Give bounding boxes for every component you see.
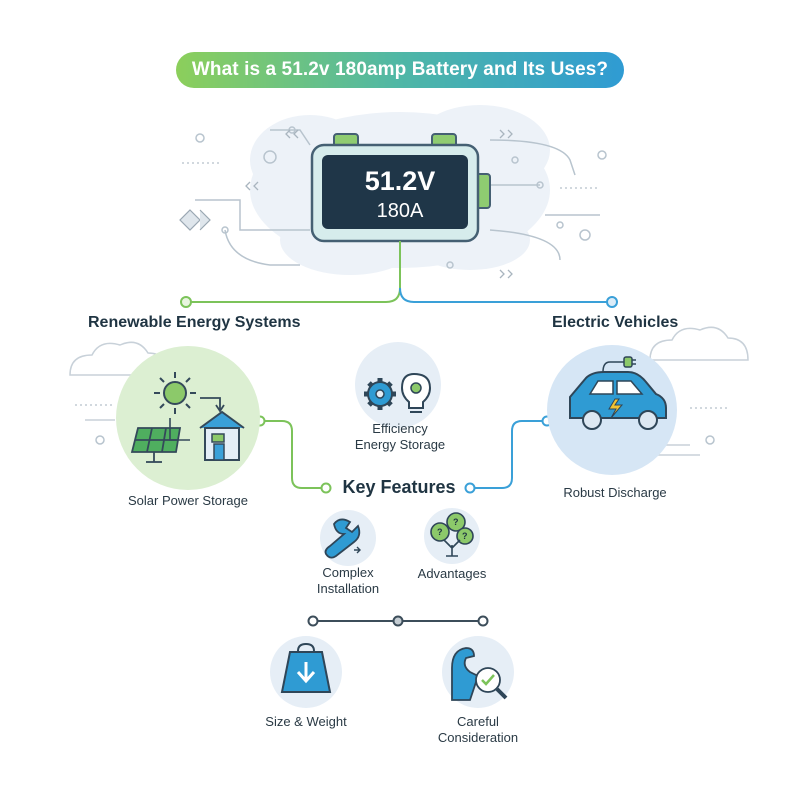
careful-consideration-label: Careful Consideration [418, 714, 538, 747]
efficiency-label: Efficiency Energy Storage [330, 421, 470, 454]
careful-label-line1: Careful [457, 714, 499, 729]
sun-icon [154, 372, 196, 414]
svg-text:?: ? [462, 531, 468, 541]
weight-illustration [270, 636, 342, 708]
consideration-illustration [442, 636, 514, 708]
weight-icon [280, 642, 332, 693]
wrench-icon [324, 518, 361, 559]
house-icon [199, 410, 245, 461]
key-features-heading: Key Features [342, 477, 456, 497]
robust-discharge-label: Robust Discharge [563, 485, 667, 500]
renewable-energy-heading: Renewable Energy Systems [88, 314, 301, 331]
bicep-magnifier-icon [451, 647, 508, 701]
advantages-illustration: ??? [424, 508, 480, 564]
svg-text:?: ? [437, 527, 443, 537]
efficiency-label-line2: Energy Storage [354, 437, 446, 453]
electric-car-illustration [547, 345, 677, 475]
complex-installation-label: Complex Installation [298, 565, 398, 598]
circuit-decor [195, 129, 600, 266]
solar-illustration [116, 346, 260, 490]
decor-diamond [179, 209, 211, 231]
solar-power-label: Solar Power Storage [128, 493, 248, 508]
battery-icon [310, 133, 491, 243]
efficiency-label-line1: Efficiency [372, 421, 428, 436]
question-tree-icon [430, 512, 474, 557]
lightbulb-icon [400, 372, 432, 413]
careful-label-line2: Consideration [437, 730, 519, 746]
wrench-illustration [320, 510, 376, 566]
battery-current-label: 180A [376, 200, 424, 222]
page-title: What is a 51.2v 180amp Battery and Its U… [176, 52, 624, 88]
electric-vehicles-heading: Electric Vehicles [552, 314, 679, 331]
advantages-label: Advantages [417, 566, 487, 581]
gear-icon [364, 378, 396, 410]
electric-car-icon [569, 356, 667, 430]
svg-text:?: ? [453, 517, 459, 527]
complex-label-line1: Complex [322, 565, 374, 580]
efficiency-illustration [355, 342, 441, 428]
battery-voltage-label: 51.2V [364, 166, 436, 196]
size-weight-label: Size & Weight [265, 714, 347, 729]
complex-label-line2: Installation [316, 581, 380, 597]
